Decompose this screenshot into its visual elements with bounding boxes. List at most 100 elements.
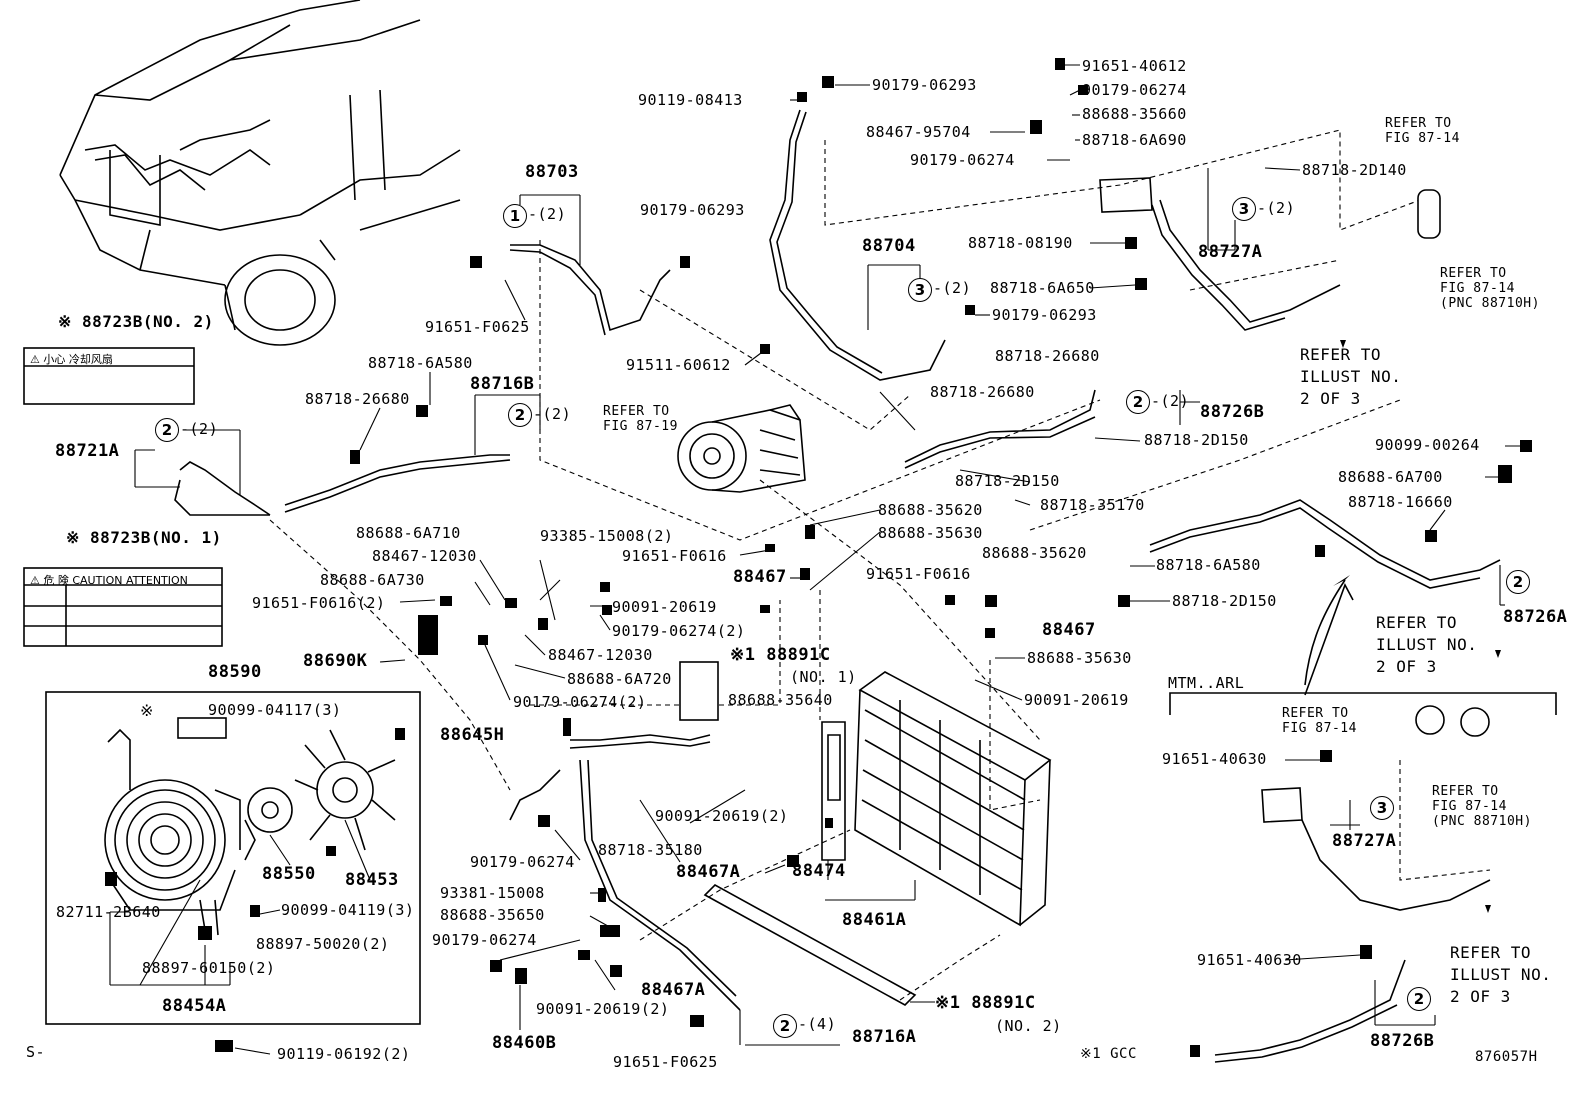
part-88718-26680-c: 88718-26680 — [930, 383, 1035, 401]
part-91651-f0616-2: 91651-F0616(2) — [252, 594, 386, 612]
warning-label-2-text: ⚠ 危 険 CAUTION ATTENTION — [30, 574, 188, 587]
footer-left-mark: S- — [26, 1043, 46, 1061]
part-93385-15008: 93385-15008(2) — [540, 527, 674, 545]
part-88645h: 88645H — [440, 725, 505, 745]
part-90179-06274-b: 90179-06274 — [910, 151, 1015, 169]
part-88718-35170: 88718-35170 — [1040, 496, 1145, 514]
part-93381-15008: 93381-15008 — [440, 884, 545, 902]
part-88467-12030-b: 88467-12030 — [548, 646, 653, 664]
part-91651-f0616-a: 91651-F0616 — [622, 547, 727, 565]
part-88726b-b: 88726B — [1370, 1031, 1435, 1051]
part-88718-26680-a: 88718-26680 — [305, 390, 410, 408]
part-88461a: 88461A — [842, 910, 907, 930]
label-no1: (NO. 1) — [790, 668, 857, 686]
callout-circle-2-f: 2 — [1407, 987, 1431, 1011]
part-90179-06293-a: 90179-06293 — [872, 76, 977, 94]
part-88467-95704: 88467-95704 — [866, 123, 971, 141]
part-88891c-no2: ※1 88891C — [935, 993, 1036, 1013]
part-88721a: 88721A — [55, 441, 120, 461]
part-91651-f0616-b: 91651-F0616 — [866, 565, 971, 583]
callout-circle-2-c: 2 — [1126, 390, 1150, 414]
callout-circle-2-e: 2 — [773, 1014, 797, 1038]
part-88688-6a700: 88688-6A700 — [1338, 468, 1443, 486]
part-91651-40630-a: 91651-40630 — [1162, 750, 1267, 768]
callout-circle-3-b: 3 — [1232, 197, 1256, 221]
part-91651-40612: 91651-40612 — [1082, 57, 1187, 75]
part-90091-20619-2b: 90091-20619(2) — [536, 1000, 670, 1018]
part-90099-04119: 90099-04119(3) — [281, 901, 415, 919]
part-88891c-no1: ※1 88891C — [730, 645, 831, 665]
compressor — [677, 404, 806, 493]
callout-circle-3-c: 3 — [1370, 796, 1394, 820]
part-91651-f0625-b: 91651-F0625 — [613, 1053, 718, 1071]
callout-2-qty-b: -(2) — [533, 405, 572, 423]
part-88688-6a710: 88688-6A710 — [356, 524, 461, 542]
part-88727a-b: 88727A — [1332, 831, 1397, 851]
part-90091-20619-2a: 90091-20619(2) — [655, 807, 789, 825]
part-88688-35650: 88688-35650 — [440, 906, 545, 924]
callout-1-qty: -(2) — [528, 205, 567, 223]
label-88723b-no1: ※ 88723B(NO. 1) — [66, 528, 222, 547]
part-88718-35180: 88718-35180 — [598, 841, 703, 859]
part-88726a: 88726A — [1503, 607, 1568, 627]
part-88718-08190: 88718-08190 — [968, 234, 1073, 252]
part-90179-06274-2a: 90179-06274(2) — [612, 622, 746, 640]
part-88690k: 88690K — [303, 651, 368, 671]
callout-circle-3-a: 3 — [908, 278, 932, 302]
part-88688-35640: 88688-35640 — [728, 691, 833, 709]
part-88467-b: 88467 — [1042, 620, 1096, 640]
callout-3-qty-a: -(2) — [933, 279, 972, 297]
part-91651-f0625-a: 91651-F0625 — [425, 318, 530, 336]
part-88688-6a730: 88688-6A730 — [320, 571, 425, 589]
part-88726b-a: 88726B — [1200, 402, 1265, 422]
part-88688-6a720: 88688-6A720 — [567, 670, 672, 688]
label-no2: (NO. 2) — [995, 1017, 1062, 1035]
warning-label-1-text: ⚠ 小心 冷却风扇 — [30, 353, 113, 366]
refer-illust-2: REFER TO ILLUST NO. 2 OF 3 — [1376, 613, 1478, 676]
part-88460b: 88460B — [492, 1033, 557, 1053]
part-88467a-b: 88467A — [641, 980, 706, 1000]
part-90179-06293-c: 90179-06293 — [992, 306, 1097, 324]
footer-ref-number: 876057H — [1475, 1049, 1538, 1065]
callout-2-qty-a: -(2) — [180, 420, 219, 438]
vehicle-sketch — [59, 0, 461, 346]
part-88454a: 88454A — [162, 996, 227, 1016]
star-note: ※ — [140, 701, 154, 720]
part-90179-06293-b: 90179-06293 — [640, 201, 745, 219]
part-90099-04117: 90099-04117(3) — [208, 701, 342, 719]
part-88453: 88453 — [345, 870, 399, 890]
part-88897-50020: 88897-50020(2) — [256, 935, 390, 953]
refer-fig-87-14-c: REFER TO FIG 87-14 — [1282, 706, 1357, 736]
part-90091-20619-a: 90091-20619 — [612, 598, 717, 616]
label-88590: 88590 — [208, 662, 262, 682]
callout-2-qty-c: -(2) — [1151, 392, 1190, 410]
part-88718-16660: 88718-16660 — [1348, 493, 1453, 511]
part-90179-06274-c: 90179-06274 — [470, 853, 575, 871]
part-88474: 88474 — [792, 861, 846, 881]
part-88716b: 88716B — [470, 374, 535, 394]
callout-circle-1: 1 — [503, 204, 527, 228]
refer-illust-3: REFER TO ILLUST NO. 2 OF 3 — [1450, 943, 1552, 1006]
part-88727a-a: 88727A — [1198, 242, 1263, 262]
part-88718-2d150-c: 88718-2D150 — [1172, 592, 1277, 610]
callout-3-qty-b: -(2) — [1257, 199, 1296, 217]
part-88718-2d150-b: 88718-2D150 — [955, 472, 1060, 490]
part-90119-06192: 90119-06192(2) — [277, 1045, 411, 1063]
refer-fig-87-19: REFER TO FIG 87-19 — [603, 404, 678, 434]
part-88467-12030-a: 88467-12030 — [372, 547, 477, 565]
refer-fig-87-14-d: REFER TO FIG 87-14 (PNC 88710H) — [1432, 784, 1532, 829]
callout-2-qty-d: -(4) — [798, 1015, 837, 1033]
part-91651-40630-b: 91651-40630 — [1197, 951, 1302, 969]
mtm-arl-label: MTM..ARL — [1168, 674, 1245, 692]
part-88688-35660: 88688-35660 — [1082, 105, 1187, 123]
part-82711-2b640: 82711-2B640 — [56, 903, 161, 921]
part-88688-35620-a: 88688-35620 — [878, 501, 983, 519]
callout-circle-2-b: 2 — [508, 403, 532, 427]
callout-circle-2-d: 2 — [1506, 570, 1530, 594]
label-88723b-no2: ※ 88723B(NO. 2) — [58, 312, 214, 331]
part-88718-26680-b: 88718-26680 — [995, 347, 1100, 365]
part-90119-08413: 90119-08413 — [638, 91, 743, 109]
part-91511-60612: 91511-60612 — [626, 356, 731, 374]
